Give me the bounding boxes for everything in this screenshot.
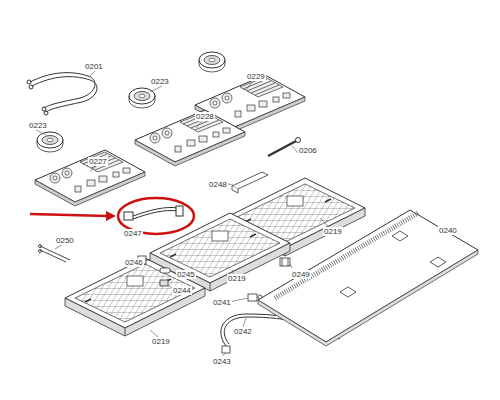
callout-number: 0246 <box>124 258 144 267</box>
callout-number: 0223 <box>28 121 48 130</box>
callout-number: 0229 <box>246 72 266 81</box>
callout-number: 0249 <box>291 270 311 279</box>
callout-number: 0201 <box>84 62 104 71</box>
glass-top <box>258 210 478 346</box>
callout-number: 0250 <box>55 236 75 245</box>
spacer-rod <box>268 138 301 157</box>
callout-number: 0219 <box>227 274 247 283</box>
bracket <box>232 172 268 193</box>
callout-number: 0223 <box>150 77 170 86</box>
callout-number: 0227 <box>88 157 108 166</box>
callout-number: 0245 <box>176 270 196 279</box>
callout-number: 0240 <box>438 226 458 235</box>
circuit-board <box>35 150 145 206</box>
wire <box>39 245 71 263</box>
callout-number: 0248 <box>208 180 228 189</box>
callout-number: 0228 <box>195 112 215 121</box>
callout-number: 0206 <box>298 146 318 155</box>
support-tray <box>65 258 205 336</box>
callout-number: 0242 <box>233 327 253 336</box>
callout-number: 0219 <box>323 227 343 236</box>
wire-harness <box>27 73 97 115</box>
callout-number: 0247 <box>123 229 143 238</box>
leader-lines <box>36 70 328 356</box>
highlight-arrow <box>30 211 116 221</box>
cooling-fan <box>199 52 225 72</box>
cooling-fan <box>37 132 63 152</box>
ribbon-cable <box>124 206 183 220</box>
callout-number: 0244 <box>172 286 192 295</box>
callout-number: 0219 <box>151 337 171 346</box>
callout-number: 0241 <box>212 298 232 307</box>
callout-number: 0243 <box>212 357 232 366</box>
cooling-fan <box>129 88 155 108</box>
circuit-board <box>135 110 245 166</box>
